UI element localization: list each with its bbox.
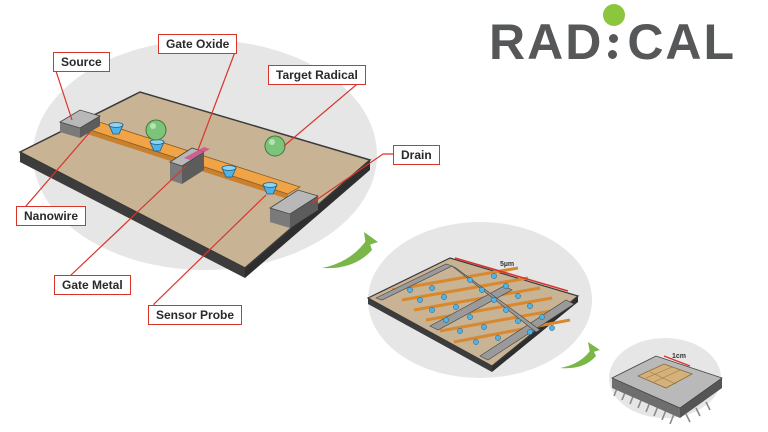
sensor-probe-icon <box>108 122 278 195</box>
label-gate-oxide: Gate Oxide <box>158 34 238 54</box>
logo-colon-mark <box>603 4 627 59</box>
logo-text-right: CAL <box>627 14 737 70</box>
label-target-radical: Target Radical <box>268 65 366 85</box>
array-scale-label: 5µm <box>500 261 514 268</box>
label-sensor-probe: Sensor Probe <box>148 305 243 325</box>
chip-scale-label: 1cm <box>672 353 686 360</box>
radical-sphere-icon <box>145 119 286 157</box>
sensor-array-slab <box>366 257 580 372</box>
step-arrow-icon <box>322 232 600 369</box>
label-nanowire: Nanowire <box>16 206 87 226</box>
radical-logo: RAD CAL <box>489 4 737 72</box>
label-gate-metal: Gate Metal <box>54 275 131 295</box>
source-electrode <box>59 109 101 138</box>
gate-oxide-layer <box>184 147 210 160</box>
drain-electrode <box>269 189 319 228</box>
slab-side-edge <box>245 160 370 278</box>
scale-bar-icon: 5µm <box>454 257 569 292</box>
slab-front-edge <box>20 152 245 278</box>
label-source: Source <box>53 52 110 72</box>
chip-package: 1cm <box>611 353 723 425</box>
label-drain: Drain <box>393 145 440 165</box>
logo-text-left: RAD <box>489 14 604 70</box>
